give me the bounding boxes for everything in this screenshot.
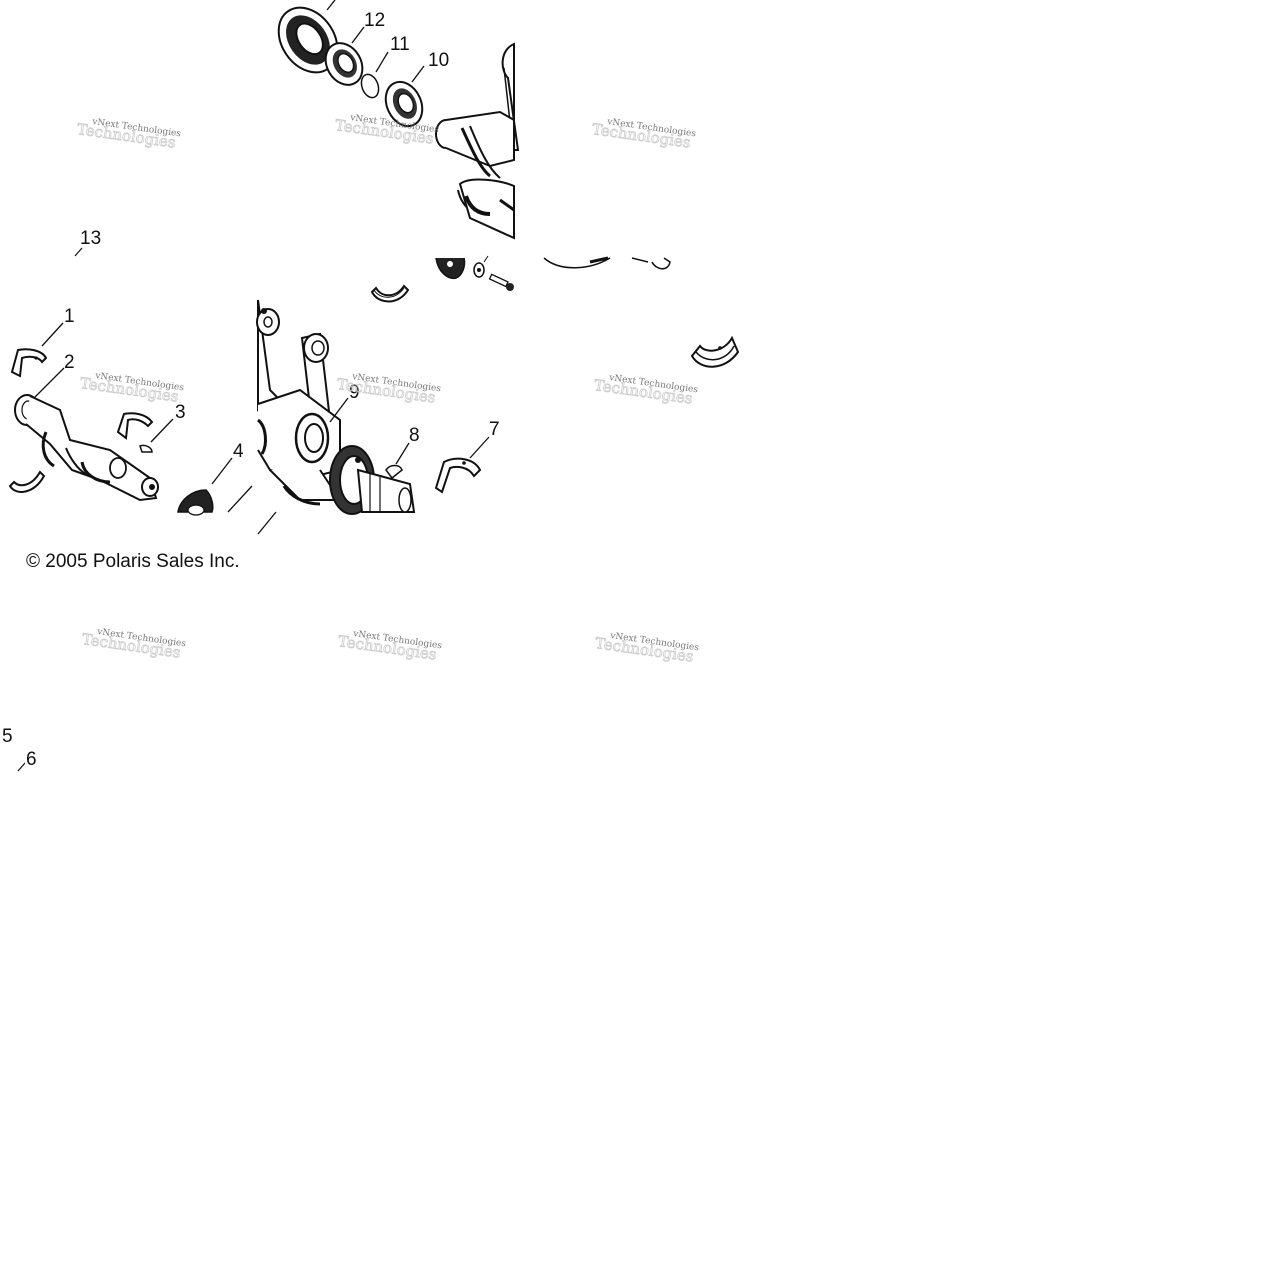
bearing-shell-right-part <box>690 335 740 368</box>
callout-4: 4 <box>233 441 244 462</box>
callout-2: 2 <box>64 352 75 373</box>
bearing-12-part <box>324 42 364 86</box>
crankshaft-2-part <box>14 394 159 502</box>
crankshaft-partial-top <box>435 42 520 240</box>
callout-5: 5 <box>2 726 13 747</box>
watermark: Technologies vNext Technologies <box>593 373 699 408</box>
watermark: Technologies vNext Technologies <box>334 113 440 148</box>
watermark: Technologies vNext Technologies <box>594 631 700 666</box>
watermarks: Technologies vNext Technologies Technolo… <box>76 113 700 666</box>
callout-13: 13 <box>80 228 101 249</box>
bearing-10-part <box>384 80 424 128</box>
bolt-part <box>488 273 514 291</box>
watermark: Technologies vNext Technologies <box>76 117 182 152</box>
callout-7: 7 <box>489 419 500 440</box>
gear-4-part <box>177 489 214 516</box>
top-parts-tile <box>277 0 520 240</box>
middle-strip-parts <box>370 255 671 303</box>
callout-9: 9 <box>349 382 360 403</box>
callout-labels: 12 11 10 13 1 2 3 4 9 8 7 5 6 <box>2 10 500 770</box>
left-parts-tile <box>8 322 253 516</box>
watermark: Technologies vNext Technologies <box>79 371 185 406</box>
watermark: Technologies vNext Technologies <box>337 629 443 664</box>
callout-12: 12 <box>364 10 385 31</box>
callout-1: 1 <box>64 306 75 327</box>
oil-seal-part <box>277 6 339 74</box>
ring-11-part <box>360 73 380 99</box>
callout-10: 10 <box>428 50 449 71</box>
copyright-text: © 2005 Polaris Sales Inc. <box>26 551 240 572</box>
callout-11: 11 <box>390 34 410 55</box>
callout-6: 6 <box>26 749 37 770</box>
callout-8: 8 <box>409 425 420 446</box>
watermark: Technologies vNext Technologies <box>591 117 697 152</box>
center-parts-tile <box>256 299 490 535</box>
callout-3: 3 <box>175 402 186 423</box>
watermark: Technologies vNext Technologies <box>81 627 187 662</box>
